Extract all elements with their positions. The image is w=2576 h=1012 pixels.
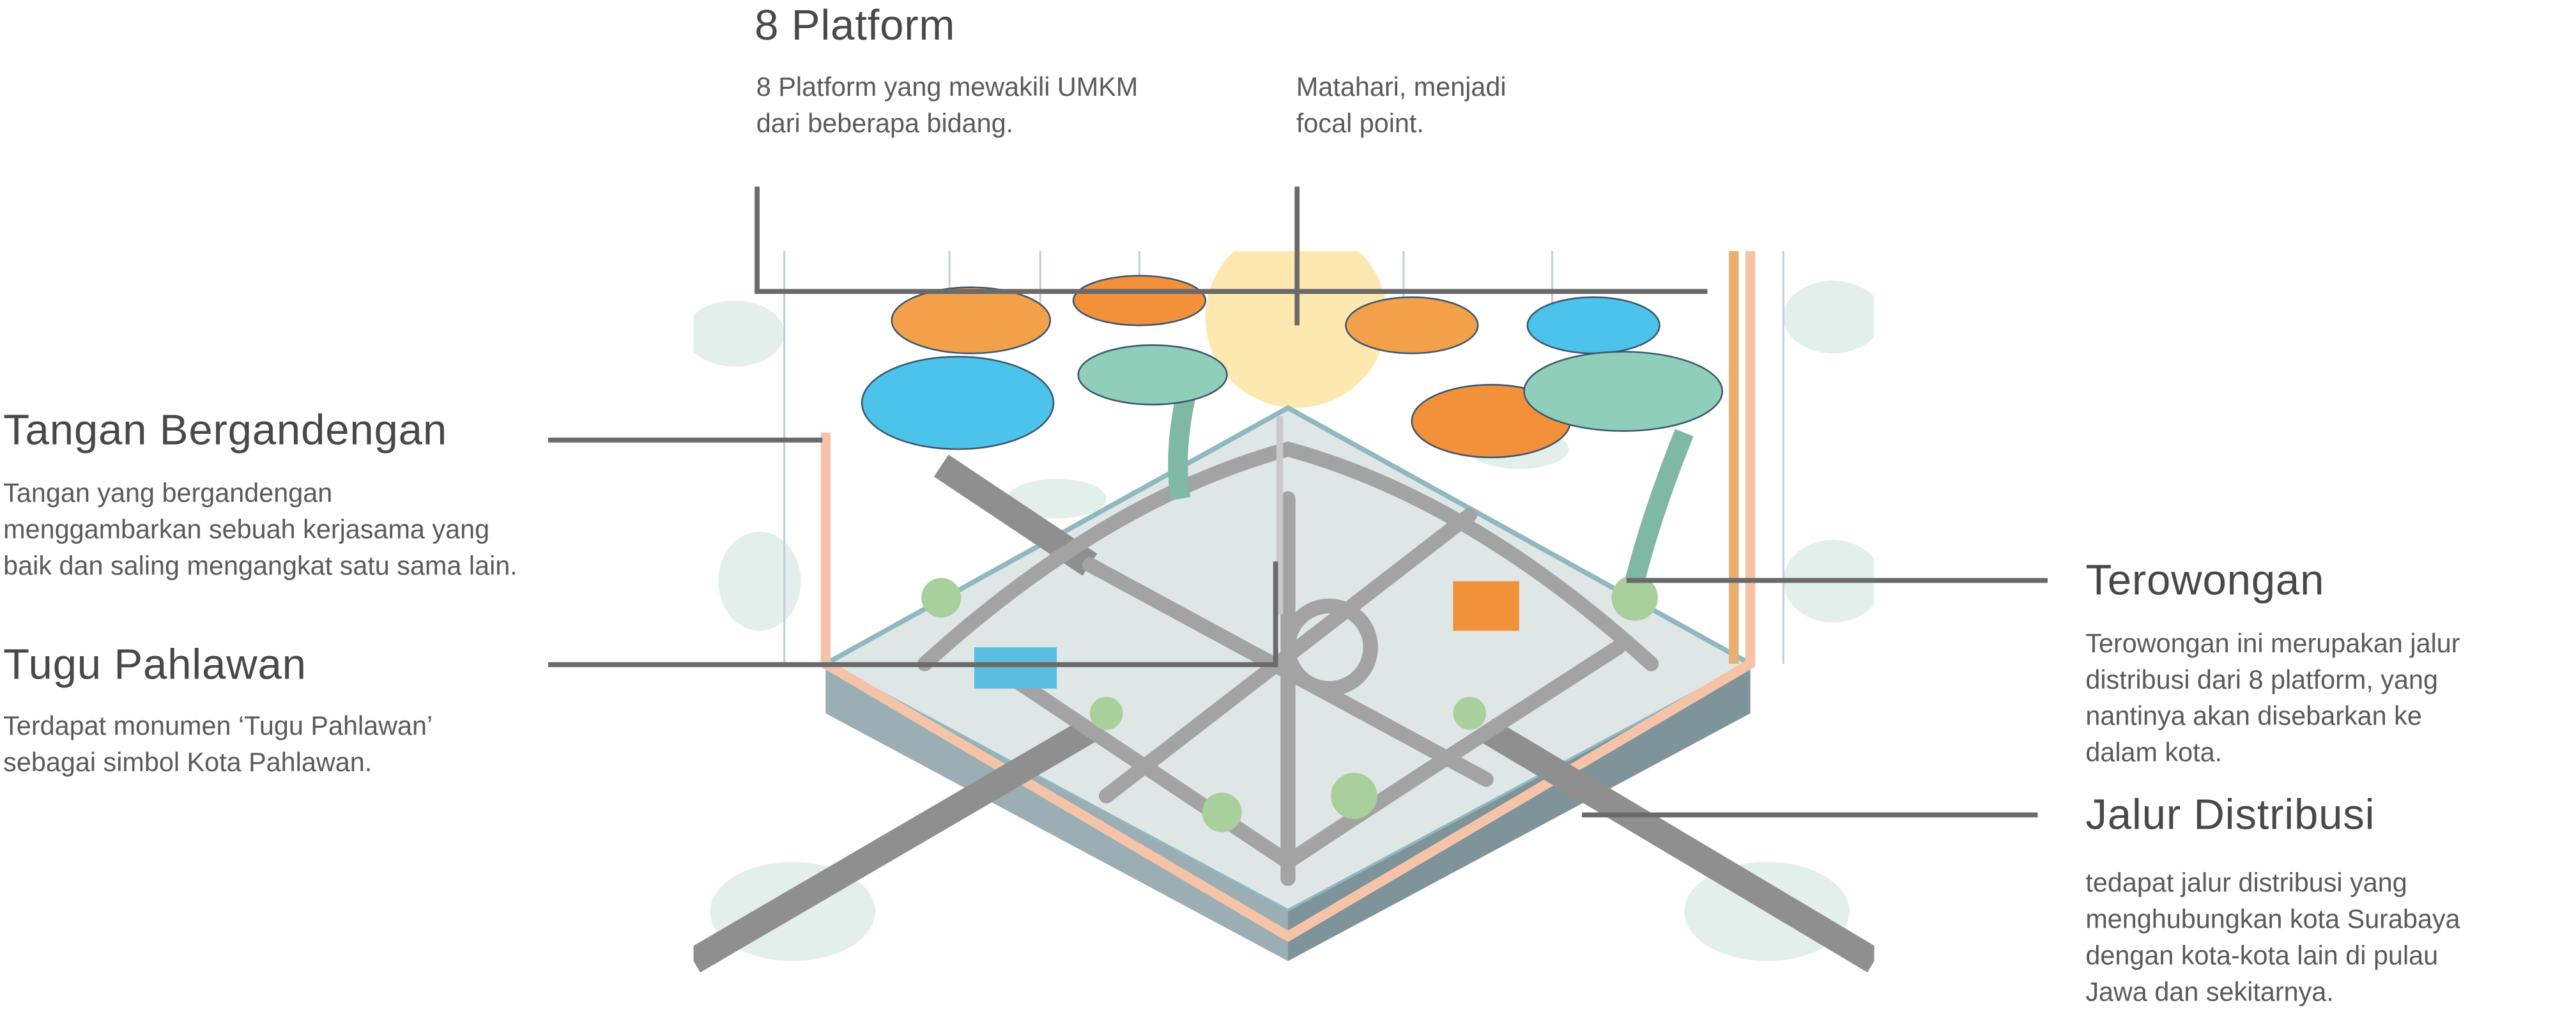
terowongan-title: Terowongan bbox=[2085, 555, 2325, 604]
text-line: Tangan yang bergandengan bbox=[3, 480, 333, 509]
leader-line-tangan bbox=[548, 437, 823, 443]
terowongan-description: Terowongan ini merupakan jalur distribus… bbox=[2085, 627, 2460, 772]
text-line: menggambarkan sebuah kerjasama yang bbox=[3, 516, 490, 545]
text-line: dalam kota. bbox=[2085, 739, 2223, 768]
tangan-title: Tangan Bergandengan bbox=[3, 404, 447, 454]
leader-line-terowongan bbox=[1626, 578, 2048, 583]
text-line: tedapat jalur distribusi yang bbox=[2085, 870, 2407, 899]
text-line: Terdapat monumen ‘Tugu Pahlawan’ bbox=[3, 713, 433, 742]
leader-line-sun bbox=[1294, 187, 1300, 326]
text-line: focal point. bbox=[1296, 111, 1424, 139]
leader-line-platform-v1 bbox=[755, 187, 760, 295]
leader-line-jalur bbox=[1582, 812, 2038, 818]
text-line: Matahari, menjadi bbox=[1296, 74, 1506, 103]
text-line: Terowongan ini merupakan jalur bbox=[2085, 631, 2460, 659]
sun-description: Matahari, menjadi focal point. bbox=[1296, 71, 1506, 144]
umkm-platforms bbox=[861, 275, 1724, 459]
platform-title: 8 Platform bbox=[755, 0, 956, 50]
tangan-description: Tangan yang bergandengan menggambarkan s… bbox=[3, 477, 518, 586]
text-line: nantinya akan disebarkan ke bbox=[2085, 703, 2422, 732]
text-line: distribusi dari 8 platform, yang bbox=[2085, 667, 2439, 696]
platform-description: 8 Platform yang mewakili UMKM dari beber… bbox=[756, 71, 1138, 144]
tugu-description: Terdapat monumen ‘Tugu Pahlawan’ sebagai… bbox=[3, 710, 433, 783]
text-line: 8 Platform yang mewakili UMKM bbox=[756, 74, 1138, 103]
text-line: baik dan saling mengangkat satu sama lai… bbox=[3, 553, 518, 581]
tugu-title: Tugu Pahlawan bbox=[3, 639, 307, 689]
text-line: menghubungkan kota Surabaya bbox=[2085, 906, 2460, 935]
text-line: dengan kota-kota lain di pulau bbox=[2085, 942, 2439, 971]
leader-line-platform-h bbox=[755, 289, 1708, 295]
jalur-title: Jalur Distribusi bbox=[2085, 789, 2375, 839]
city-illustration bbox=[693, 250, 1874, 983]
text-line: Jawa dan sekitarnya. bbox=[2085, 979, 2334, 1008]
leader-line-tugu-v bbox=[1273, 561, 1278, 668]
text-line: dari beberapa bidang. bbox=[756, 111, 1014, 139]
text-line: sebagai simbol Kota Pahlawan. bbox=[3, 749, 372, 778]
leader-line-tugu-h bbox=[548, 662, 1278, 668]
jalur-description: tedapat jalur distribusi yang menghubung… bbox=[2085, 867, 2460, 1012]
